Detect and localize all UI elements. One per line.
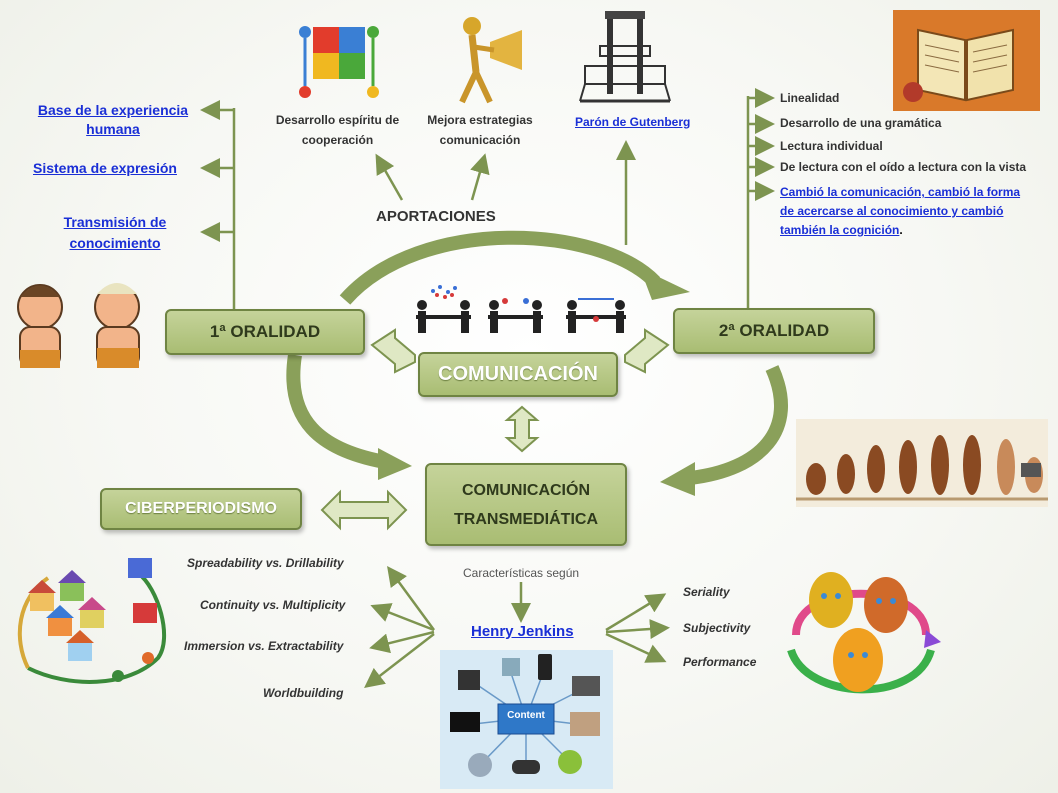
link-base-experiencia[interactable]: Base de la experiencia humana xyxy=(37,102,189,137)
cognition-note-period: . xyxy=(899,223,903,237)
connected-village-image xyxy=(8,548,176,693)
char-performance: Performance xyxy=(683,655,757,669)
curve-arrow-left xyxy=(286,353,387,469)
content-label: Content xyxy=(507,710,545,721)
contributions-label: APORTACIONES xyxy=(376,208,496,225)
contribution-communication: Mejora estrategias comunicación xyxy=(427,113,533,147)
second-orality-branch-lines xyxy=(746,88,775,308)
colorful-faces-image xyxy=(776,560,946,710)
contributions-arrows xyxy=(375,140,636,245)
people-communicating-image xyxy=(408,283,636,341)
curve-arrow-right xyxy=(689,365,788,485)
char-immersion: Immersion vs. Extractability xyxy=(184,639,344,653)
right-characteristics-arrows xyxy=(605,593,670,663)
printing-press-image xyxy=(575,6,675,106)
link-gutenberg[interactable]: Parón de Gutenberg xyxy=(575,115,691,129)
double-arrows xyxy=(320,328,670,531)
left-characteristics-arrows xyxy=(364,565,436,689)
node-transmedia[interactable]: COMUNICACIÓN TRANSMEDIÁTICA xyxy=(425,463,627,546)
node-cyberjournalism[interactable]: CIBERPERIODISMO xyxy=(100,488,302,530)
node-second-orality[interactable]: 2ª ORALIDAD xyxy=(673,308,875,354)
node-first-orality[interactable]: 1ª ORALIDAD xyxy=(165,309,365,355)
cognition-note: Cambió la comunicación, cambió la forma … xyxy=(780,183,1035,240)
cavemen-image xyxy=(5,272,155,372)
first-orality-branch-lines xyxy=(200,100,236,310)
link-cognicion[interactable]: Cambió la comunicación, cambió la forma … xyxy=(780,185,1021,237)
char-subjectivity: Subjectivity xyxy=(683,621,751,635)
point-gramatica: Desarrollo de una gramática xyxy=(780,116,942,130)
point-lectura-vista: De lectura con el oído a lectura con la … xyxy=(780,160,1027,174)
link-sistema-expresion[interactable]: Sistema de expresión xyxy=(33,160,177,176)
characteristics-label: Características según xyxy=(463,566,580,580)
char-spreadability: Spreadability vs. Drillability xyxy=(187,556,344,570)
node-communication[interactable]: COMUNICACIÓN xyxy=(418,352,618,397)
contribution-cooperation: Desarrollo espíritu de cooperación xyxy=(275,113,400,147)
char-worldbuilding: Worldbuilding xyxy=(263,686,344,700)
puzzle-people-image xyxy=(293,12,383,108)
human-evolution-image xyxy=(796,419,1048,507)
char-seriality: Seriality xyxy=(683,585,730,599)
char-continuity: Continuity vs. Multiplicity xyxy=(200,598,346,612)
point-lectura-individual: Lectura individual xyxy=(780,139,883,153)
megaphone-figure-image xyxy=(450,12,530,107)
content-devices-image: Content xyxy=(440,650,613,789)
point-linealidad: Linealidad xyxy=(780,91,840,105)
link-transmision-conocimiento[interactable]: Transmisión de conocimiento xyxy=(63,214,167,251)
old-book-image xyxy=(893,10,1040,111)
curve-arrow-top xyxy=(339,230,661,305)
link-henry-jenkins[interactable]: Henry Jenkins xyxy=(471,623,574,640)
